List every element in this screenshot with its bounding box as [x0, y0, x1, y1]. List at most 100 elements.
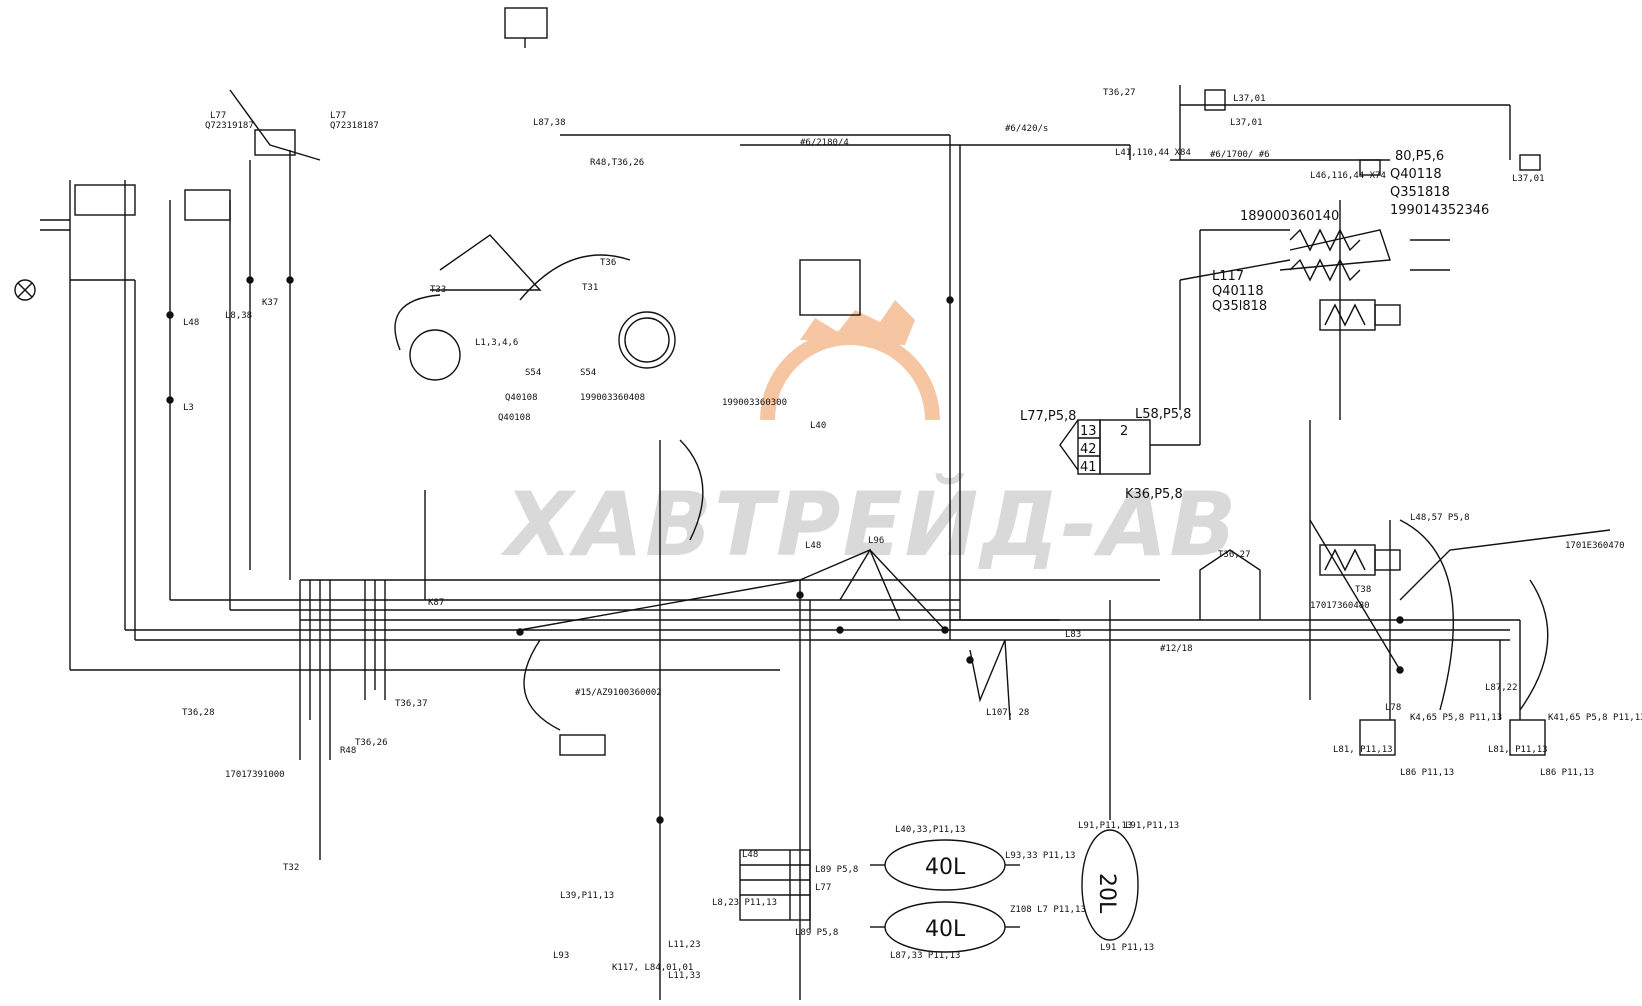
label-s54b: S54 — [580, 368, 596, 378]
label-z108: Z108 L7 P11,13 — [1010, 905, 1086, 915]
label-l37-01c: L37,01 — [1512, 174, 1545, 184]
relay-block-mid — [184, 189, 231, 221]
label-k41-65: K41,65 P5,8 P11,13 — [1548, 713, 1642, 723]
label-t36-27b: T36,27 — [1103, 88, 1136, 98]
label-1990: 199003360408 — [580, 393, 645, 403]
label-t36-37: T36,37 — [395, 699, 428, 709]
label-t33: T33 — [430, 285, 446, 295]
warning-lamp-icon — [14, 279, 36, 301]
label-part-1701-360: 17017360480 — [1310, 601, 1370, 611]
brake-chambers — [1289, 228, 1450, 282]
pressure-gauge-icon — [618, 311, 676, 369]
label-l40b: L40 — [810, 421, 826, 431]
label-l91b: L91 P11,13 — [1100, 943, 1154, 953]
label-l93b: L93,33 P11,13 — [1005, 851, 1075, 861]
label-l37-01a: L37,01 — [1233, 94, 1266, 104]
label-l107: L107, 28 — [986, 708, 1029, 718]
top-connector-box — [504, 7, 548, 39]
component-boxes — [74, 7, 1546, 921]
label-l11-23: L11,23 — [668, 940, 701, 950]
relay-valve-body — [1099, 419, 1151, 475]
label-l81: L81, P11,13 — [1333, 745, 1393, 755]
label-t36-26: T36,26 — [355, 738, 388, 748]
valve-port-13: 13 — [1080, 424, 1097, 439]
label-l81b: L81, P11,13 — [1488, 745, 1548, 755]
end-connector — [1519, 154, 1541, 171]
label-l3: L3 — [183, 403, 194, 413]
label-l93: L93 — [553, 951, 569, 961]
label-l87-22: L87,22 — [1485, 683, 1518, 693]
label-t36: T36 — [600, 258, 616, 268]
tank-20l — [1081, 829, 1139, 941]
label-l91c: L91,P11,13 — [1125, 821, 1179, 831]
label-l77p58: L77,P5,8 — [1020, 409, 1076, 424]
label-l78: L78 — [1385, 703, 1401, 713]
label-l8: L8,38 — [225, 311, 252, 321]
valve-port-42: 42 — [1080, 442, 1097, 457]
label-k117: K117, L84,01,01 — [612, 963, 693, 973]
label-wire-12-18: #12/18 — [1160, 644, 1193, 654]
label-l89: L89 P5,8 — [815, 865, 858, 875]
label-l40: L40,33,P11,13 — [895, 825, 965, 835]
label-l117: L117 — [1212, 269, 1244, 284]
tank-20l-label: 20L — [1094, 873, 1119, 914]
label-q72319: Q72319187 — [205, 121, 254, 131]
label-wire-l96: L96 — [868, 536, 884, 546]
label-l87-33: L87,33 P11,13 — [890, 951, 960, 961]
label-t36-28: T36,28 — [182, 708, 215, 718]
bus-lines — [40, 104, 1520, 671]
tank-40l-lower-label: 40L — [925, 917, 966, 942]
label-l11-33: L11,33 — [668, 971, 701, 981]
label-wire-l83: L83 — [1065, 630, 1081, 640]
relay-block-right — [254, 129, 296, 156]
label-wire-l48: L48 — [805, 541, 821, 551]
label-part-1890: 189000360140 — [1240, 209, 1339, 224]
label-part-199014: 199014352346 — [1390, 203, 1489, 218]
label-l77b: L77 — [330, 111, 346, 121]
junction-dots — [166, 276, 1404, 824]
watermark: ХАВТРЕЙД-АВ — [500, 300, 1236, 576]
solenoid-valve-upper — [1319, 299, 1376, 331]
relay-box-right-a — [1359, 719, 1396, 756]
pressure-gauge-inner-icon — [624, 317, 670, 363]
label-t38: T38 — [1355, 585, 1371, 595]
label-l46-116: L46,116,44 X74 — [1310, 171, 1386, 181]
label-k36p58: K36,P5,8 — [1125, 487, 1183, 502]
label-q40108b: Q40108 — [498, 413, 531, 423]
label-k4-65: K4,65 P5,8 P11,13 — [1410, 713, 1502, 723]
sensor-box — [799, 259, 861, 316]
valve-port-2: 2 — [1120, 424, 1128, 439]
control-block — [739, 849, 811, 921]
label-l77c: L77 — [815, 883, 831, 893]
label-ql: L1,3,4,6 — [475, 338, 518, 348]
compressor-group — [14, 254, 676, 381]
relay-box-right-b — [1509, 719, 1546, 756]
air-compressor-icon — [409, 329, 461, 381]
label-wire-6-2180: #6/2180/4 — [800, 138, 849, 148]
watermark-gear-teeth — [800, 300, 915, 345]
label-t31: T31 — [582, 283, 598, 293]
relay-valve: 13 42 41 2 — [1059, 229, 1291, 475]
label-q40108: Q40108 — [505, 393, 538, 403]
pressure-switch-right — [1359, 159, 1381, 176]
solenoid-valve-upper-body — [1374, 304, 1401, 326]
label-l91: L91,P11,13 — [1078, 821, 1132, 831]
label-l86: L86 P11,13 — [1400, 768, 1454, 778]
label-r48: R48,T36,26 — [590, 158, 644, 168]
solenoid-valve-lower-body — [1374, 549, 1401, 571]
label-wire-6-420: #6/420/s — [1005, 124, 1048, 134]
label-l39: L39,P11,13 — [560, 891, 614, 901]
watermark-gear-icon — [760, 330, 940, 420]
label-k87: K87 — [428, 598, 444, 608]
relay-block-left — [74, 184, 136, 216]
label-l77a: L77 — [210, 111, 226, 121]
pressure-switch-upper — [1204, 89, 1226, 111]
label-part-1701: 1701E360470 — [1565, 541, 1625, 551]
label-q40118b: Q40118 — [1390, 167, 1442, 182]
label-l37-01b: L37,01 — [1230, 118, 1263, 128]
label-l48-pad: L48 — [183, 318, 199, 328]
label-l48b: L48 — [742, 850, 758, 860]
drain-valve-box — [559, 734, 606, 756]
label-l89b: L89 P5,8 — [795, 928, 838, 938]
